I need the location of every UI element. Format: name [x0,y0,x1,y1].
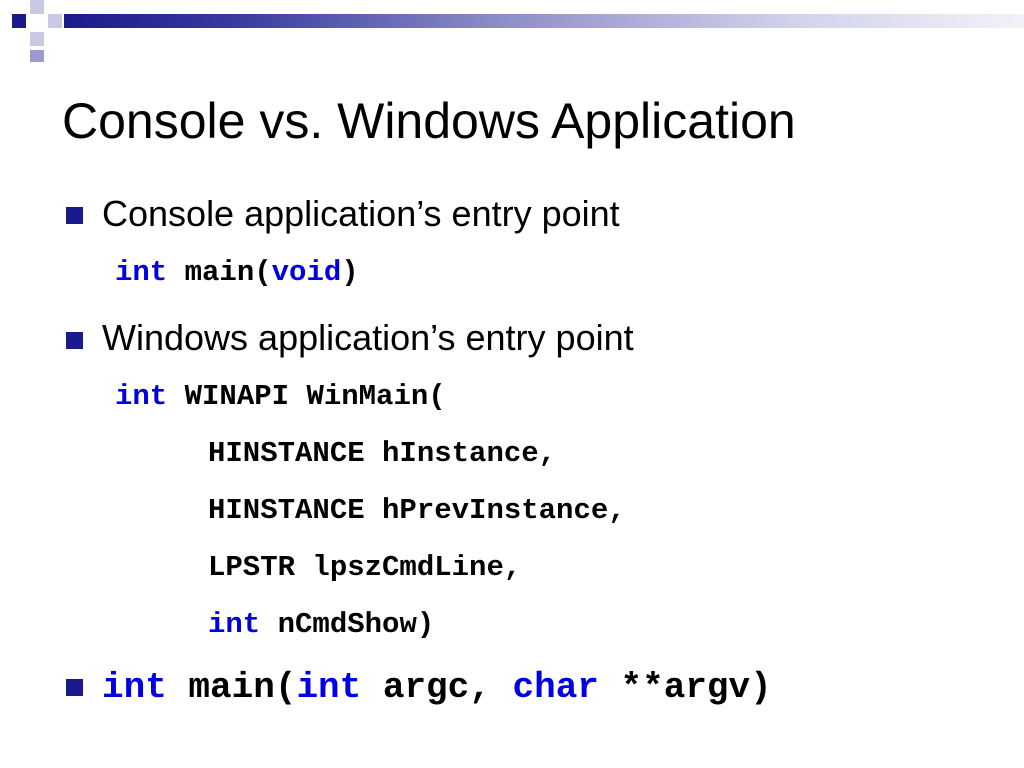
code-text: argc, [361,667,513,708]
header-decor-square [48,14,62,28]
code-text: WINAPI WinMain( [167,380,446,413]
code-keyword: int [296,667,362,708]
code-text: nCmdShow) [260,608,435,641]
bullet-square-icon [66,207,83,224]
slide-title: Console vs. Windows Application [62,93,796,149]
header-gradient-bar [64,14,1024,28]
code-keyword: int [208,608,261,641]
bullet-square-icon [66,332,83,349]
code-console-main: int main(void) [115,258,359,287]
code-keyword: int [115,380,168,413]
code-param-line: int nCmdShow) [208,610,434,639]
code-text: main( [167,256,272,289]
code-keyword: int [115,256,168,289]
code-keyword: void [271,256,342,289]
code-param-line: HINSTANCE hPrevInstance, [208,494,626,527]
header-decor-square [30,32,44,46]
code-winmain-line: int WINAPI WinMain( [115,382,446,411]
bullet-console-entry: Console application’s entry point [102,193,620,234]
code-keyword: int [102,667,167,708]
header-decor-square [30,50,44,62]
code-text: ) [341,256,359,289]
code-param-line: HINSTANCE hInstance, [208,437,557,470]
code-main-argc-argv: int main(int argc, char **argv) [102,670,772,706]
header-decor-square [12,14,26,28]
code-param-line: LPSTR lpszCmdLine, [208,551,522,584]
header-decor-square [30,0,44,14]
bullet-windows-entry: Windows application’s entry point [102,317,634,358]
bullet-square-icon [66,679,83,696]
code-text: **argv) [598,667,772,708]
code-keyword: char [512,667,599,708]
code-text: main( [166,667,297,708]
